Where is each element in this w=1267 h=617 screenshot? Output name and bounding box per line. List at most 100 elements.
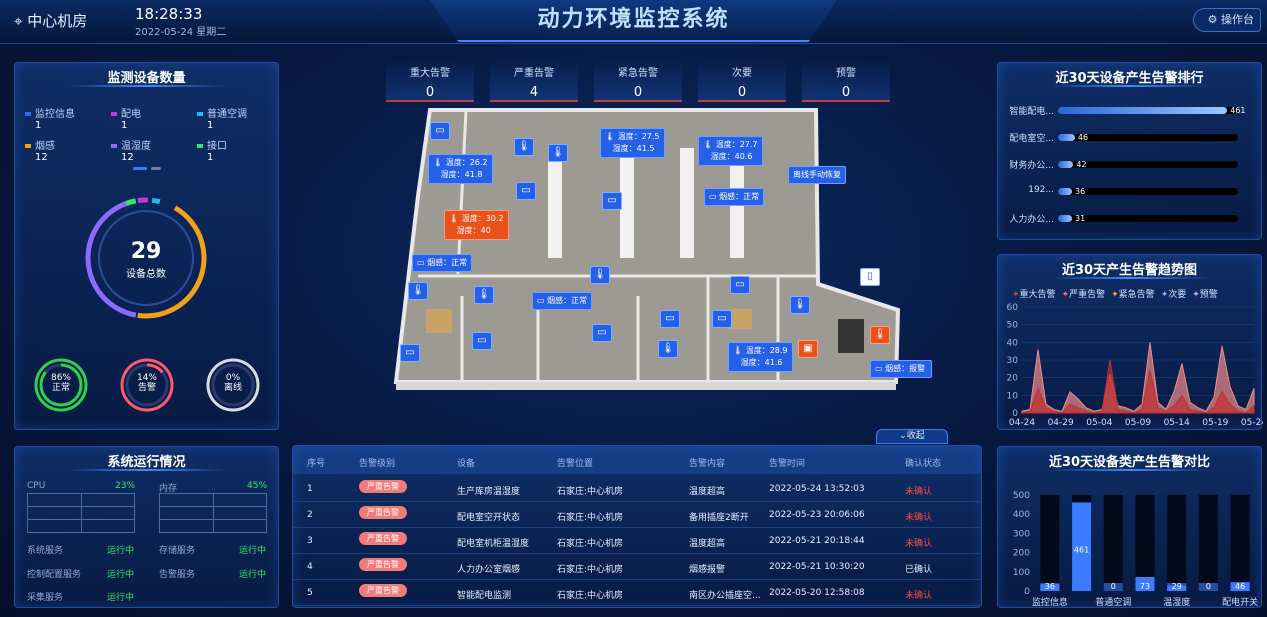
bar-track (1103, 495, 1123, 591)
legend-swatch (197, 144, 203, 148)
smoke-status: 烟感：正常 (719, 192, 760, 201)
thermometer-icon: 🌡 (605, 132, 616, 141)
temp-humidity-tag[interactable]: 🌡 温度：26.2 湿度：41.8 (428, 154, 493, 184)
temp-humidity-alarm-tag[interactable]: 🌡 温度：30.2 湿度：40 (444, 210, 509, 240)
ring-pct: 14% (136, 373, 157, 383)
rank-track: 42 (1058, 160, 1238, 169)
thermometer-icon[interactable]: 🌡 (590, 266, 610, 284)
thermometer-icon[interactable]: 🌡 (514, 138, 534, 156)
legend-value: 12 (121, 152, 134, 163)
table-cell: 2 (307, 510, 313, 520)
smoke-detector-icon[interactable]: ▭ (400, 344, 420, 362)
legend-dot: ✦ (1111, 290, 1119, 300)
bar-track (1167, 495, 1187, 591)
trend-legend-item[interactable]: ✦紧急告警 (1111, 290, 1155, 300)
smoke-detector-icon[interactable]: ▭ (430, 122, 450, 140)
severity-badge-text: 严重告警 (359, 480, 407, 493)
table-cell: 人力办公室烟感 (457, 565, 521, 575)
console-button[interactable]: ⚙ 操作台 (1193, 8, 1261, 32)
smoke-detector-icon[interactable]: ▭ (602, 192, 622, 210)
y-tick-label: 300 (1013, 529, 1030, 539)
collapse-button[interactable]: ⌄收起 (876, 429, 948, 444)
humidity-value: 湿度：40 (456, 226, 491, 235)
thermometer-icon[interactable]: 🌡 (548, 144, 568, 162)
legend-dot: ✦ (1061, 290, 1070, 300)
smoke-sensor-tag[interactable]: ▭ 烟感：正常 (704, 188, 765, 206)
pager-dot[interactable] (151, 167, 161, 170)
thermometer-icon[interactable]: 🌡 (408, 282, 428, 300)
device-total-donut (85, 197, 207, 319)
title-underline (67, 469, 226, 471)
ring-outer (120, 358, 174, 412)
rank-track: 46 (1058, 133, 1238, 142)
thermometer-icon[interactable]: 🌡 (658, 340, 678, 358)
severity-badge-text: 严重告警 (359, 532, 407, 545)
table-cell: 2022-05-21 20:18:44 (769, 536, 865, 546)
temp-humidity-tag[interactable]: 🌡 温度：28.9 湿度：41.6 (728, 342, 793, 372)
smoke-detector-icon[interactable]: ▭ (712, 310, 732, 328)
smoke-detector-icon[interactable]: ▭ (592, 324, 612, 342)
rank-row[interactable]: 智能配电...461 (1008, 104, 1245, 118)
bar-base (1198, 583, 1218, 591)
table-cell: 3 (307, 536, 313, 546)
smoke-status: 烟感：正常 (547, 296, 588, 305)
trend-legend-item[interactable]: ✦预警 (1192, 290, 1218, 300)
ring-label: 离线 (223, 383, 242, 393)
smoke-detector-icon[interactable]: ▭ (660, 310, 680, 328)
status-ring: 86%正常 (33, 357, 89, 413)
thermometer-icon[interactable]: 🌡 (474, 286, 494, 304)
alarm-device-icon[interactable]: ▣ (798, 340, 818, 358)
x-tick-label: 05-24 (1241, 418, 1263, 428)
table-cell: 温度超高 (689, 539, 726, 549)
smoke-sensor-tag[interactable]: ▭ 烟感：正常 (412, 254, 473, 272)
smoke-alarm-tag[interactable]: ▭ 烟感：报警 (870, 360, 932, 378)
thermometer-icon: 🌡 (733, 346, 744, 355)
smoke-sensor-tag[interactable]: ▭ 烟感：正常 (532, 292, 593, 310)
rank-row[interactable]: 财务办公...42 (1008, 158, 1238, 172)
legend-swatch (111, 112, 117, 116)
severity-badge: 严重告警 (359, 558, 407, 571)
alarm-level-label: 预警 (836, 68, 856, 79)
pager-dot-active[interactable] (133, 167, 147, 170)
thermometer-icon[interactable]: 🌡 (870, 326, 890, 344)
table-header-cell: 告警内容 (689, 459, 726, 469)
door-sensor-icon[interactable]: ▯ (860, 268, 880, 286)
bar-track (1230, 495, 1250, 591)
smoke-detector-icon[interactable]: ▭ (516, 182, 536, 200)
location-label[interactable]: ⌖ 中心机房 (14, 10, 87, 31)
rank-row[interactable]: 配电室空...46 (1008, 131, 1238, 145)
legend-value: 1 (207, 120, 214, 131)
rank-row[interactable]: 人力办公...31 (1008, 212, 1238, 226)
smoke-detector-icon[interactable]: ▭ (472, 332, 492, 350)
temp-humidity-tag[interactable]: 🌡 温度：27.5 湿度：41.5 (600, 128, 665, 158)
bar-value-label: 36 (1045, 582, 1055, 591)
rank-bar (1058, 161, 1074, 168)
severity-badge-text: 严重告警 (359, 584, 407, 597)
table-cell: 温度超高 (689, 487, 726, 497)
rank-row[interactable]: 192...36 (1008, 185, 1238, 199)
floor-plan[interactable]: 🌡 温度：26.2 湿度：41.8 🌡 温度：27.5 湿度：41.5 🌡 温度… (388, 104, 932, 390)
thermometer-icon[interactable]: 🌡 (790, 296, 810, 314)
smoke-detector-icon[interactable]: ▭ (730, 276, 750, 294)
trend-legend-item[interactable]: ✦严重告警 (1061, 290, 1106, 300)
temp-humidity-tag[interactable]: 🌡 温度：27.7 湿度：40.6 (698, 136, 763, 166)
offline-recover-tag[interactable]: 离线手动恢复 (788, 166, 846, 184)
trend-legend-item[interactable]: ✦重大告警 (1012, 290, 1056, 300)
trend-legend-item[interactable]: ✦次要 (1160, 290, 1187, 300)
